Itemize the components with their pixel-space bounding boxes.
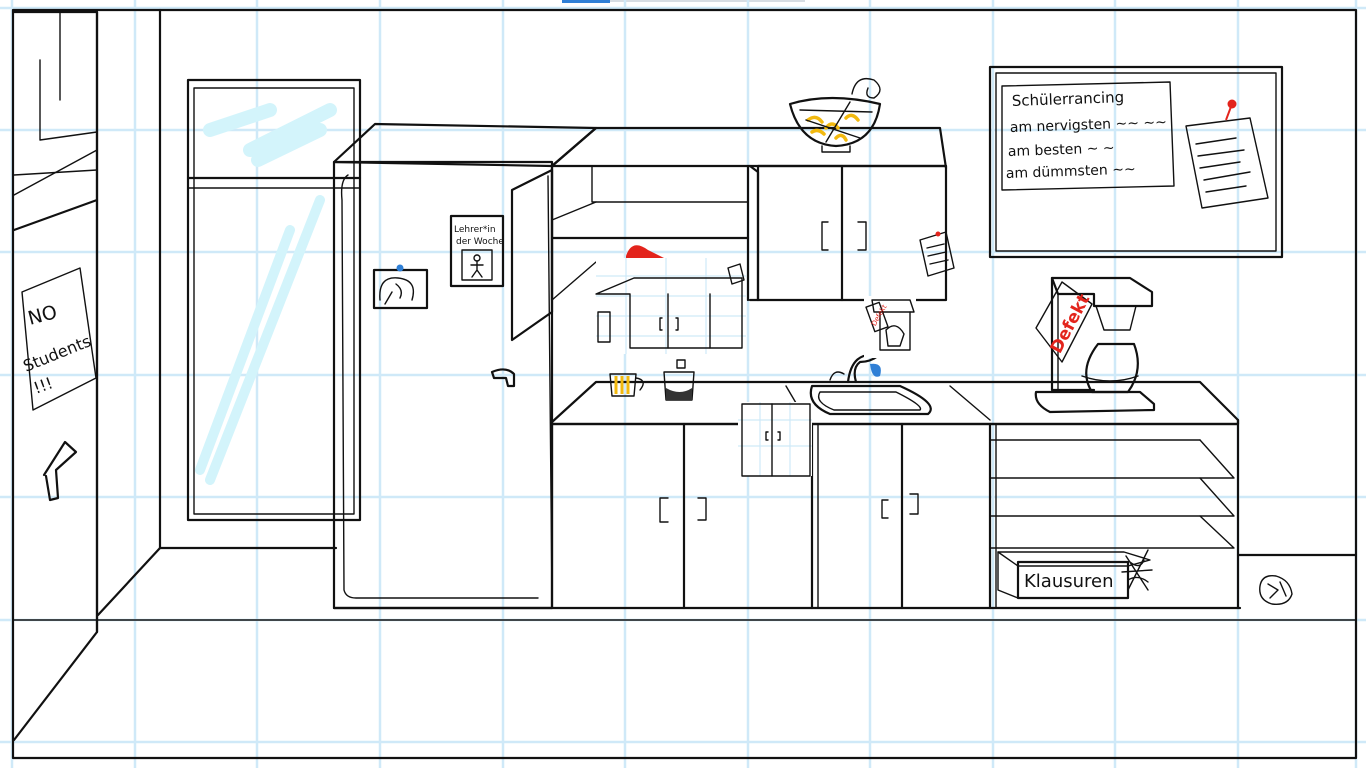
scene-tab-track xyxy=(610,0,805,2)
pinned-note-icon[interactable] xyxy=(919,231,955,277)
ranking-title: Schülerrancing xyxy=(1012,88,1125,110)
door-sign-line3: !!! xyxy=(31,373,56,397)
lower-cabinet-left[interactable] xyxy=(659,422,707,610)
cobweb-icon xyxy=(1121,549,1153,591)
sink[interactable] xyxy=(809,384,932,416)
photo-title-line1: Lehrer*in xyxy=(454,225,496,235)
crumpled-paper-icon[interactable] xyxy=(1259,575,1293,605)
exam-box-label: Klausuren xyxy=(1024,571,1114,592)
open-shelf-unit xyxy=(988,418,1240,610)
inset-kitchen-thumbnail[interactable] xyxy=(595,258,746,354)
red-cap-item[interactable] xyxy=(626,245,664,258)
teacher-of-week-photo[interactable]: Lehrer*in der Woche xyxy=(449,214,504,288)
faucet-icon[interactable] xyxy=(829,353,881,384)
fridge-magnet-photo[interactable] xyxy=(372,264,429,310)
scene-frame xyxy=(11,8,1358,760)
mug-icon[interactable] xyxy=(609,373,644,397)
ranking-board[interactable]: Schülerrancing am nervigsten ~~ ~~ am be… xyxy=(988,65,1284,259)
door-sign-line2: Students xyxy=(20,331,93,375)
snack-bowl-icon[interactable] xyxy=(788,77,882,153)
small-coffee-machine[interactable]: Defekt xyxy=(864,296,916,358)
door-sign-line1: NO xyxy=(26,301,60,330)
ranking-row-1: am nervigsten ~~ ~~ xyxy=(1010,115,1168,136)
upper-cupboard-closed[interactable] xyxy=(756,164,948,302)
jar-icon[interactable] xyxy=(663,359,695,401)
fridge-handle-icon[interactable] xyxy=(490,368,516,388)
coffee-machine[interactable] xyxy=(1034,276,1156,414)
photo-title-line2: der Woche xyxy=(456,237,504,247)
fridge[interactable] xyxy=(332,122,598,610)
door[interactable] xyxy=(12,10,99,742)
lower-cabinet-middle[interactable] xyxy=(881,422,919,610)
no-students-sign[interactable]: NO Students !!! xyxy=(20,267,97,411)
scene-tab-indicator xyxy=(562,0,610,3)
back-wall xyxy=(96,8,1358,617)
ranking-row-2: am besten ~ ~ xyxy=(1008,140,1115,160)
floating-cabinet-thumbnail[interactable] xyxy=(738,402,812,477)
door-handle-icon[interactable] xyxy=(42,440,78,502)
board-pinned-note-icon[interactable] xyxy=(1185,99,1269,209)
window[interactable] xyxy=(186,78,362,522)
ranking-row-3: am dümmsten ~~ xyxy=(1006,161,1136,182)
